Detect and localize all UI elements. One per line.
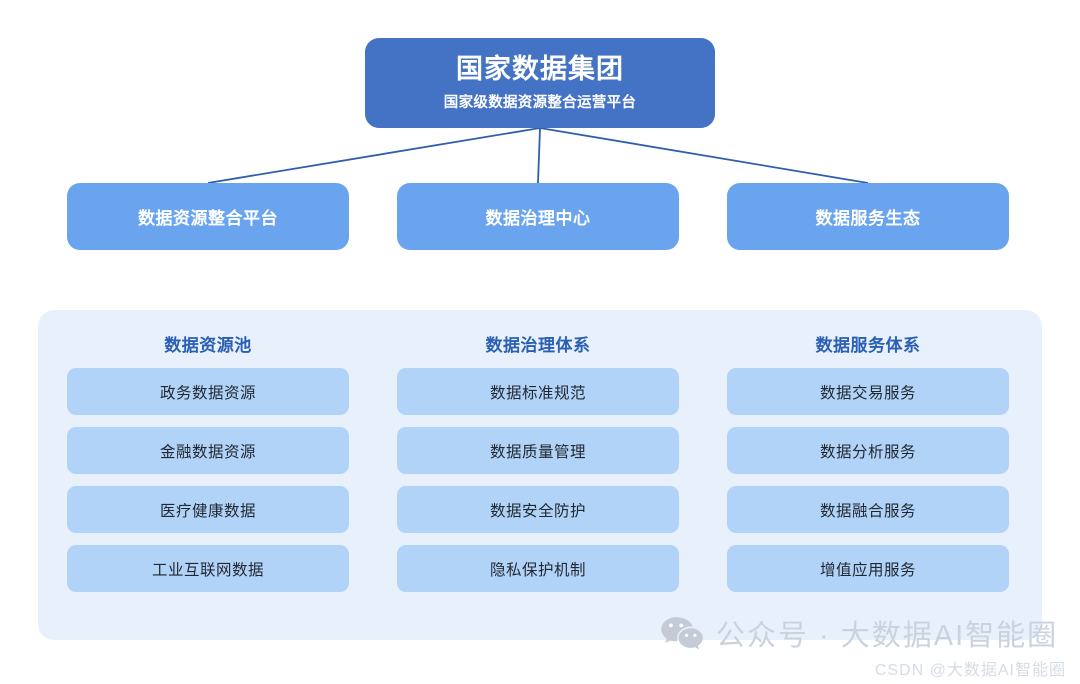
detail-item[interactable]: 政务数据资源 [67, 368, 349, 415]
detail-item[interactable]: 数据质量管理 [397, 427, 679, 474]
detail-column-data-resource-pool: 数据资源池 政务数据资源 金融数据资源 医疗健康数据 工业互联网数据 [67, 310, 349, 592]
connector-line-right [539, 127, 869, 184]
detail-column-data-governance-system: 数据治理体系 数据标准规范 数据质量管理 数据安全防护 隐私保护机制 [397, 310, 679, 592]
level2-node-data-service-ecosystem[interactable]: 数据服务生态 [727, 183, 1009, 250]
level2-node-label: 数据服务生态 [815, 209, 921, 228]
detail-item[interactable]: 隐私保护机制 [397, 545, 679, 592]
detail-item[interactable]: 增值应用服务 [727, 545, 1009, 592]
detail-item[interactable]: 工业互联网数据 [67, 545, 349, 592]
column-title: 数据服务体系 [815, 336, 921, 355]
level2-node-data-resource-platform[interactable]: 数据资源整合平台 [67, 183, 349, 250]
level2-node-data-governance-center[interactable]: 数据治理中心 [397, 183, 679, 250]
connector-line-left [207, 127, 541, 184]
detail-column-data-service-system: 数据服务体系 数据交易服务 数据分析服务 数据融合服务 增值应用服务 [727, 310, 1009, 592]
detail-item[interactable]: 数据分析服务 [727, 427, 1009, 474]
detail-item[interactable]: 数据标准规范 [397, 368, 679, 415]
column-title: 数据治理体系 [485, 336, 591, 355]
detail-item[interactable]: 数据安全防护 [397, 486, 679, 533]
detail-panel: 数据资源池 政务数据资源 金融数据资源 医疗健康数据 工业互联网数据 数据治理体… [38, 310, 1042, 640]
level2-node-label: 数据资源整合平台 [138, 209, 278, 228]
root-node-title: 国家数据集团 [456, 54, 624, 85]
connector-line-center [537, 127, 541, 184]
root-node-subtitle: 国家级数据资源整合运营平台 [443, 94, 637, 111]
column-title: 数据资源池 [164, 336, 252, 355]
watermark-subtext: CSDN @大数据AI智能圈 [874, 662, 1066, 679]
detail-item[interactable]: 医疗健康数据 [67, 486, 349, 533]
level2-node-label: 数据治理中心 [485, 209, 591, 228]
root-node[interactable]: 国家数据集团 国家级数据资源整合运营平台 [365, 38, 715, 128]
detail-item[interactable]: 数据交易服务 [727, 368, 1009, 415]
detail-item[interactable]: 数据融合服务 [727, 486, 1009, 533]
detail-item[interactable]: 金融数据资源 [67, 427, 349, 474]
